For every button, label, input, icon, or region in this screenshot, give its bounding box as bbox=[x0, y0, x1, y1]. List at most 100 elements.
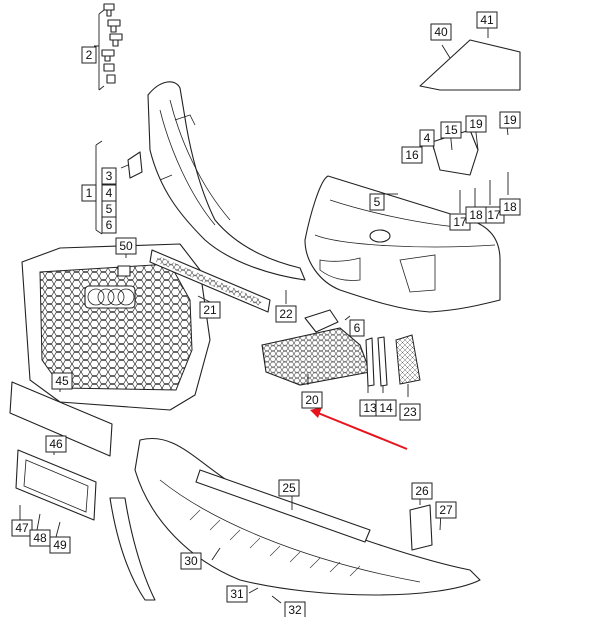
callout-19: 19 bbox=[499, 111, 521, 129]
trim-23 bbox=[395, 334, 421, 385]
highlight-arrow-line bbox=[317, 412, 408, 450]
callout-box bbox=[101, 216, 117, 234]
callout-number: 17 bbox=[453, 215, 467, 229]
callout-number: 14 bbox=[379, 401, 393, 415]
bumper-upper-trim-1 bbox=[147, 81, 306, 281]
strip-25 bbox=[195, 469, 371, 543]
callout-box bbox=[115, 237, 137, 255]
callout-box bbox=[45, 435, 67, 453]
callout-number: 20 bbox=[305, 393, 319, 407]
callout-5: 5 bbox=[369, 193, 385, 211]
callout-box bbox=[430, 23, 452, 41]
callout-number: 49 bbox=[53, 538, 67, 552]
callout-number: 5 bbox=[374, 195, 381, 209]
callout-box bbox=[49, 536, 71, 554]
callout-box bbox=[284, 601, 306, 617]
callout-number: 18 bbox=[469, 208, 483, 222]
callout-number: 6 bbox=[354, 321, 361, 335]
callout-6: 6 bbox=[101, 216, 117, 234]
callout-4: 4 bbox=[419, 129, 435, 147]
callout-box bbox=[199, 301, 221, 319]
callout-box bbox=[399, 403, 421, 421]
callout-box bbox=[275, 305, 297, 323]
callout-3: 3 bbox=[101, 167, 117, 185]
callout-box bbox=[499, 198, 521, 216]
clip-part-3 bbox=[127, 151, 143, 179]
callout-46: 46 bbox=[45, 435, 67, 453]
bracket-15 bbox=[431, 129, 479, 176]
callout-number: 19 bbox=[469, 117, 483, 131]
callout-41: 41 bbox=[476, 11, 498, 29]
callout-45: 45 bbox=[51, 372, 73, 390]
callout-box bbox=[419, 129, 435, 147]
callout-number: 26 bbox=[415, 484, 429, 498]
cap-6 bbox=[304, 309, 339, 333]
callout-14: 14 bbox=[375, 399, 397, 417]
callout-number: 23 bbox=[403, 405, 417, 419]
callout-17: 17 bbox=[449, 213, 471, 231]
callout-number: 47 bbox=[15, 521, 29, 535]
callout-box bbox=[435, 501, 457, 519]
callout-4: 4 bbox=[101, 184, 117, 202]
callout-23: 23 bbox=[399, 403, 421, 421]
callout-number: 48 bbox=[33, 531, 47, 545]
callout-26: 26 bbox=[411, 482, 433, 500]
callout-number: 31 bbox=[230, 587, 244, 601]
callout-box bbox=[349, 319, 365, 337]
callout-50: 50 bbox=[115, 237, 137, 255]
callout-box bbox=[278, 479, 300, 497]
lower-grille-insert-20 bbox=[261, 327, 371, 386]
callout-number: 16 bbox=[405, 148, 419, 162]
callout-box bbox=[301, 391, 323, 409]
callout-box bbox=[411, 482, 433, 500]
trim-14 bbox=[377, 336, 388, 387]
callout-box bbox=[180, 552, 202, 570]
fastener-set-2 bbox=[94, 3, 123, 91]
callout-number: 41 bbox=[480, 13, 494, 27]
callout-number: 45 bbox=[55, 374, 69, 388]
callout-box bbox=[226, 585, 248, 603]
callout-18: 18 bbox=[465, 206, 487, 224]
callout-number: 13 bbox=[363, 401, 377, 415]
callout-40: 40 bbox=[430, 23, 452, 41]
callout-47: 47 bbox=[11, 519, 33, 537]
callout-box bbox=[499, 111, 521, 129]
callout-49: 49 bbox=[49, 536, 71, 554]
callout-32: 32 bbox=[284, 601, 306, 617]
callout-box bbox=[81, 46, 97, 64]
callout-number: 46 bbox=[49, 437, 63, 451]
callout-number: 4 bbox=[424, 131, 431, 145]
callout-box bbox=[369, 193, 385, 211]
front-bumper-cover bbox=[304, 39, 521, 313]
callout-number: 18 bbox=[503, 200, 517, 214]
callout-number: 50 bbox=[119, 239, 133, 253]
callout-number: 30 bbox=[184, 554, 198, 568]
callout-number: 32 bbox=[288, 603, 302, 617]
callout-19: 19 bbox=[465, 115, 487, 133]
callout-box bbox=[465, 206, 487, 224]
callout-16: 16 bbox=[401, 146, 423, 164]
license-plate-45 bbox=[9, 381, 113, 457]
callout-box bbox=[11, 519, 33, 537]
callout-box bbox=[476, 11, 498, 29]
callout-box bbox=[465, 115, 487, 133]
callout-number: 6 bbox=[106, 218, 113, 232]
callout-48: 48 bbox=[29, 529, 51, 547]
callout-number: 2 bbox=[86, 48, 93, 62]
rings-emblem bbox=[84, 285, 136, 309]
callout-number: 27 bbox=[439, 503, 453, 517]
callout-box bbox=[375, 399, 397, 417]
grille-frame-40 bbox=[419, 39, 521, 91]
callout-number: 19 bbox=[503, 113, 517, 127]
callout-5: 5 bbox=[101, 200, 117, 218]
side-trim-30 bbox=[109, 497, 156, 601]
callout-17: 17 bbox=[483, 206, 505, 224]
callout-27: 27 bbox=[435, 501, 457, 519]
callout-21: 21 bbox=[199, 301, 221, 319]
trim-13 bbox=[365, 337, 375, 387]
callout-number: 15 bbox=[444, 123, 458, 137]
callout-box bbox=[401, 146, 423, 164]
callout-number: 17 bbox=[487, 208, 501, 222]
callout-number: 4 bbox=[106, 186, 113, 200]
highlight-arrow-head bbox=[310, 407, 322, 418]
